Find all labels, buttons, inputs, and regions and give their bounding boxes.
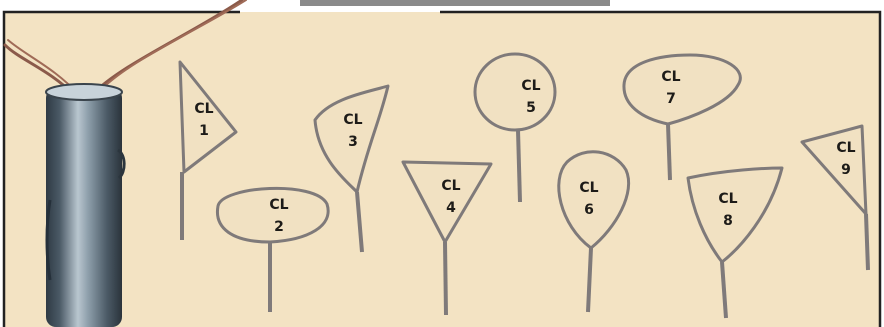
pin-cl7 xyxy=(622,53,742,181)
pin-cl8 xyxy=(686,166,784,319)
pin-cl3 xyxy=(313,84,390,253)
caption-remnant xyxy=(300,0,610,6)
pin-cl1 xyxy=(178,60,238,240)
label-cl1-line2: 1 xyxy=(199,123,209,139)
label-cl2-line1: CL xyxy=(269,197,288,213)
label-cl4-line1: CL xyxy=(441,178,460,194)
label-cl4-line2: 4 xyxy=(446,200,456,216)
label-cl8-line2: 8 xyxy=(723,213,733,229)
pin-cl2 xyxy=(215,186,330,312)
photo-frame xyxy=(2,10,882,327)
label-cl9-line2: 9 xyxy=(841,162,851,178)
pin-cl5 xyxy=(473,52,557,203)
handpiece-tool xyxy=(45,83,126,327)
label-cl1-line1: CL xyxy=(194,101,213,117)
label-cl6-line2: 6 xyxy=(584,202,594,218)
label-cl7-line2: 7 xyxy=(666,91,676,107)
label-cl5-line2: 5 xyxy=(526,100,536,116)
label-cl5-line1: CL xyxy=(521,78,540,94)
pin-cl6 xyxy=(557,150,631,313)
label-cl2-line2: 2 xyxy=(274,219,284,235)
label-cl8-line1: CL xyxy=(718,191,737,207)
label-cl3-line1: CL xyxy=(343,112,362,128)
label-cl9-line1: CL xyxy=(836,140,855,156)
label-cl6-line1: CL xyxy=(579,180,598,196)
pin-labels: CL 1 CL 2 CL 3 CL 4 CL 5 CL 6 CL 7 CL 8 … xyxy=(194,69,855,235)
pin-cl9 xyxy=(800,124,870,271)
label-cl7-line1: CL xyxy=(661,69,680,85)
pin-cl4 xyxy=(401,160,493,316)
label-cl3-line2: 3 xyxy=(348,134,358,150)
